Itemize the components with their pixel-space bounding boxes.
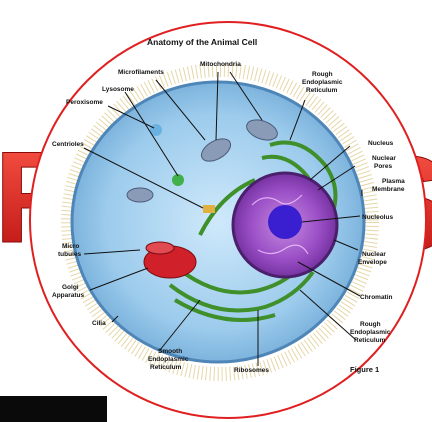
label-golgi-1: Golgi bbox=[62, 284, 79, 291]
centriole-shape bbox=[203, 205, 215, 213]
label-ribosomes: Ribosomes bbox=[234, 367, 269, 374]
label-smooth-er-2: Endoplasmic bbox=[148, 356, 189, 363]
black-banner bbox=[0, 396, 107, 422]
label-rough-er-lower-1: Rough bbox=[360, 321, 381, 328]
label-nuclear-pores-2: Pores bbox=[374, 163, 392, 170]
label-mitochondria: Mitochondria bbox=[200, 61, 241, 68]
nucleolus-shape bbox=[268, 205, 302, 239]
label-centrioles: Centrioles bbox=[52, 141, 84, 148]
label-peroxisome: Peroxisome bbox=[66, 99, 103, 106]
label-smooth-er-1: Smooth bbox=[158, 348, 182, 355]
label-cilia: Cilia bbox=[92, 320, 106, 327]
label-smooth-er-3: Reticulum bbox=[150, 364, 182, 371]
figure-caption: Figure 1 bbox=[350, 365, 379, 374]
label-microtubules-1: Micro bbox=[62, 243, 79, 250]
label-rough-er-2: Endoplasmic bbox=[302, 79, 343, 86]
label-rough-er-3: Reticulum bbox=[306, 87, 338, 94]
label-nucleus: Nucleus bbox=[368, 140, 394, 147]
label-rough-er-lower-2: Endoplasmic bbox=[350, 329, 391, 336]
label-nuclear-envelope-1: Nuclear bbox=[362, 251, 386, 258]
label-chromatin: Chromatin bbox=[360, 294, 393, 301]
label-plasma-membrane-1: Plasma bbox=[382, 178, 405, 185]
label-nucleolus: Nucleolus bbox=[362, 214, 393, 221]
label-rough-er-1: Rough bbox=[312, 71, 333, 78]
label-microtubules-2: tubules bbox=[58, 251, 81, 258]
label-lysosome: Lysosome bbox=[102, 86, 134, 93]
label-nuclear-envelope-2: Envelope bbox=[358, 259, 387, 266]
diagram-title: Anatomy of the Animal Cell bbox=[147, 37, 257, 47]
label-rough-er-lower-3: Reticulum bbox=[354, 337, 386, 344]
label-microfilaments: Microfilaments bbox=[118, 69, 164, 76]
label-plasma-membrane-2: Membrane bbox=[372, 186, 405, 193]
label-golgi-2: Apparatus bbox=[52, 292, 85, 299]
label-nuclear-pores-1: Nuclear bbox=[372, 155, 396, 162]
